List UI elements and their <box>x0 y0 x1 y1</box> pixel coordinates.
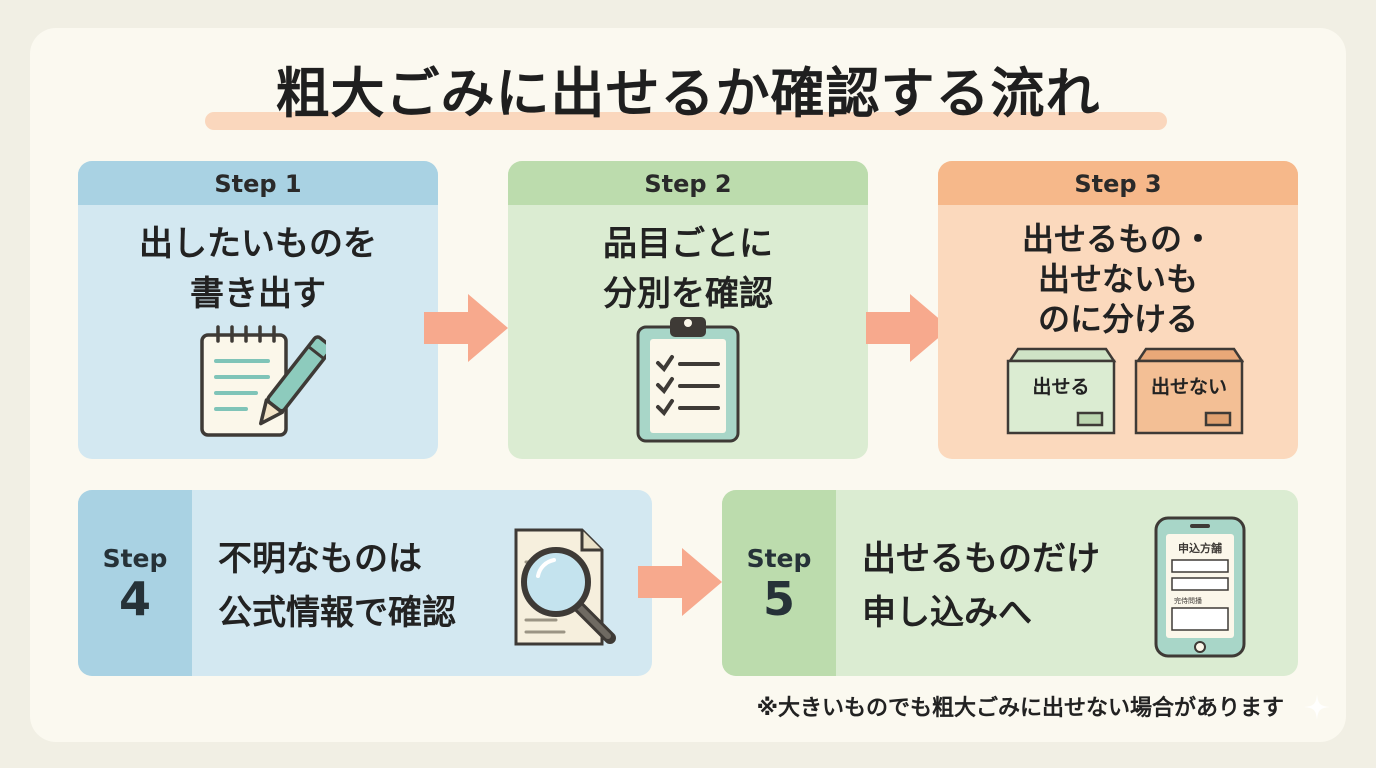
clipboard-checklist-icon <box>636 317 740 443</box>
step-4-label: Step 4 <box>78 490 192 676</box>
smartphone-form-icon: 申込方舗 完侍問播 <box>1154 516 1246 658</box>
step-3-card: Step 3 出せるもの・ 出せないも のに分ける 出せる 出せない <box>938 161 1298 459</box>
step-1-text: 出したいものを 書き出す <box>139 224 377 314</box>
step-4-number: 4 <box>118 572 151 626</box>
step-5-card: Step 5 出せるものだけ 申し込みへ 申込方舗 完侍問播 <box>722 490 1298 676</box>
step-1-label: Step 1 <box>78 161 438 205</box>
step-4-card: Step 4 不明なものは 公式情報で確認 <box>78 490 652 676</box>
step-4-text: 不明なものは 公式情報で確認 <box>218 539 456 633</box>
step-3-label: Step 3 <box>938 161 1298 205</box>
title-highlight <box>205 112 1167 130</box>
step-5-step-word: Step <box>746 544 812 573</box>
step-5-text: 出せるものだけ 申し込みへ <box>862 539 1100 633</box>
step-2-text: 品目ごとに 分別を確認 <box>603 224 773 314</box>
arrow-right-icon <box>424 294 508 362</box>
step-3-text: 出せるもの・ 出せないも のに分ける <box>1021 220 1214 338</box>
step-1-card: Step 1 出したいものを 書き出す <box>78 161 438 459</box>
step-5-number: 5 <box>762 572 795 626</box>
sorting-boxes-icon: 出せる 出せない <box>1006 347 1244 435</box>
box-label-can: 出せる <box>1032 375 1089 398</box>
step-2-label: Step 2 <box>508 161 868 205</box>
box-label-cannot: 出せない <box>1151 375 1227 398</box>
footnote: ※大きいものでも粗大ごみに出せない場合があります <box>756 696 1284 721</box>
step-2-card: Step 2 品目ごとに 分別を確認 <box>508 161 868 459</box>
phone-form-title: 申込方舗 <box>1178 541 1222 555</box>
step-5-label: Step 5 <box>722 490 836 676</box>
arrow-right-icon <box>638 548 722 616</box>
document-magnifier-icon <box>514 528 616 646</box>
page-title: 粗大ごみに出せるか確認する流れ <box>275 62 1101 125</box>
step-4-step-word: Step <box>102 544 168 573</box>
title-area: 粗大ごみに出せるか確認する流れ <box>0 56 1376 132</box>
sparkle-icon <box>1304 694 1330 720</box>
arrow-right-icon <box>866 294 950 362</box>
notepad-pen-icon <box>200 325 326 437</box>
phone-form-field: 完侍問播 <box>1174 596 1202 605</box>
